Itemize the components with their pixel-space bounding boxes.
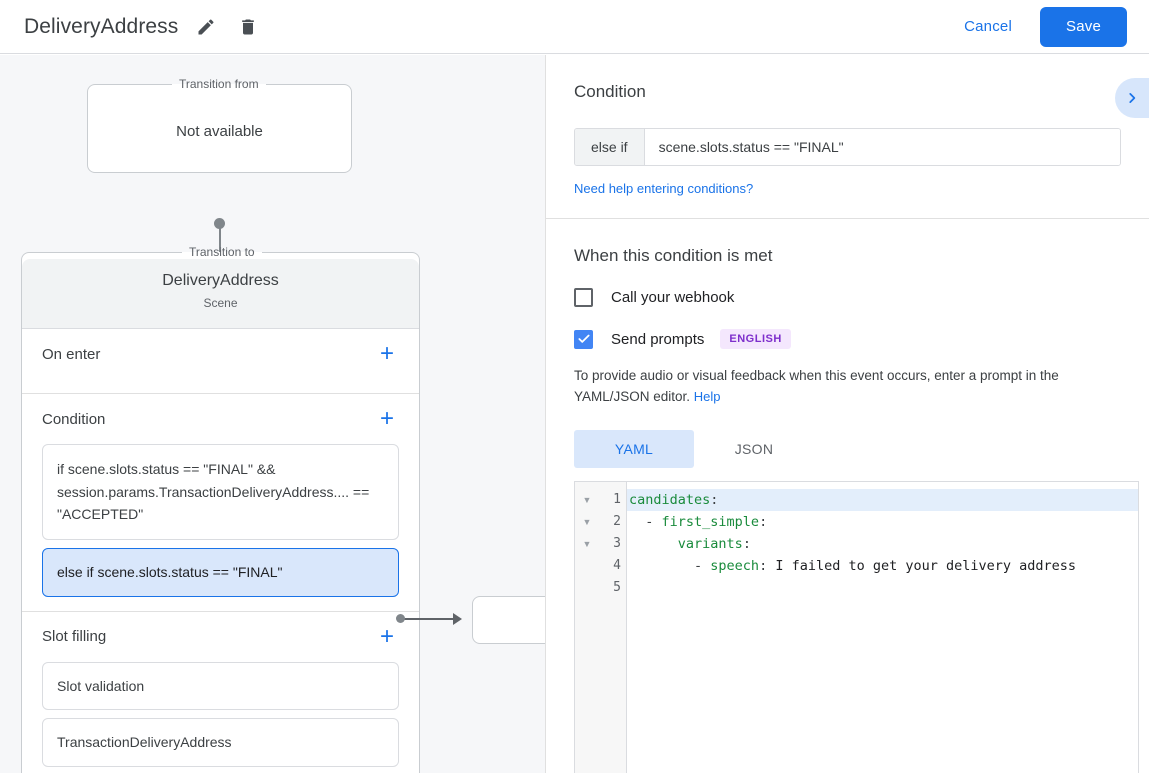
language-badge: ENGLISH [720,329,791,349]
condition-prefix: else if [575,129,645,165]
code-token [629,536,678,552]
fold-toggle-icon[interactable]: ▼ [582,494,592,505]
trash-icon[interactable] [234,13,262,41]
send-prompts-label: Send prompts [611,330,705,348]
code-line [627,577,1138,599]
chevron-right-icon[interactable] [1115,78,1149,118]
editor-code-area[interactable]: candidates: - first_simple: variants: - … [627,481,1138,773]
send-prompts-row[interactable]: Send prompts ENGLISH [574,329,1121,349]
code-token: variants [677,535,743,552]
section-condition-title: Condition [42,410,106,428]
line-number: 2 [613,513,621,529]
code-token: I failed to get your delivery address [775,557,1077,574]
section-slot-filling: Slot filling + Slot validation Transacti… [22,612,419,773]
scene-type: Scene [203,296,238,310]
code-line: - speech: I failed to get your delivery … [627,555,1138,577]
code-token: : [742,535,751,552]
scene-name: DeliveryAddress [162,272,279,289]
branch-connector-dot [396,614,405,623]
editor-format-tabs: YAML JSON [574,429,1121,468]
section-on-enter: On enter + [22,329,419,394]
fold-toggle-icon[interactable]: ▼ [582,538,592,549]
webhook-label: Call your webhook [611,289,735,306]
code-token: : [710,491,719,508]
line-number: 4 [613,557,621,573]
fold-spacer [575,577,599,599]
branch-connector-line [403,618,455,620]
condition-input[interactable] [644,129,1120,165]
section-on-enter-title: On enter [42,345,101,363]
code-token: candidates [629,491,711,508]
slot-filling-item[interactable]: Slot validation [42,661,399,711]
slot-filling-item[interactable]: TransactionDeliveryAddress [42,718,399,768]
section-condition-header: Condition + [42,394,399,444]
send-prompts-checkbox[interactable] [574,329,593,349]
condition-help-link[interactable]: Need help entering conditions? [574,181,754,196]
code-token: speech [710,557,760,574]
code-token: : [759,557,776,574]
line-number: 5 [613,579,621,595]
condition-section: Condition else if Need help entering con… [546,55,1149,219]
transition-from-value: Not available [176,123,263,140]
cancel-button[interactable]: Cancel [950,10,1026,43]
chevron-right-icon-glyph [1129,93,1136,103]
branch-arrow-icon [453,613,462,625]
add-condition-button[interactable]: + [379,405,394,432]
code-line: variants: [627,533,1138,555]
save-button[interactable]: Save [1040,6,1127,47]
condition-heading: Condition [574,82,646,101]
section-slot-filling-header: Slot filling + [42,612,399,662]
webhook-row[interactable]: Call your webhook [574,288,1121,307]
target-node[interactable] [472,596,545,644]
section-slot-filling-title: Slot filling [42,628,107,646]
webhook-checkbox[interactable] [574,288,593,307]
app-header: DeliveryAddress Cancel Save [0,0,1149,54]
pencil-icon-glyph [198,18,214,34]
when-condition-met-section: When this condition is met Call your web… [546,219,1149,773]
prompts-help-link[interactable]: Help [693,388,721,404]
code-token: - [629,557,711,574]
section-on-enter-header: On enter + [42,329,399,379]
line-number: 3 [613,535,621,551]
scene-header[interactable]: DeliveryAddress Scene [22,259,419,329]
code-token: first_simple [661,513,760,530]
trash-icon-glyph [242,19,255,34]
add-slot-filling-button[interactable]: + [379,622,394,650]
editor-line-numbers: 1 2 3 4 5 [599,481,627,773]
code-line: - first_simple: [627,511,1138,533]
condition-expression-row: else if [574,128,1121,166]
code-token: : [759,513,768,530]
transition-from-node[interactable]: Transition from Not available [87,77,352,173]
page-title: DeliveryAddress [24,14,179,38]
code-editor[interactable]: ▼ ▼ ▼ 1 2 3 4 5 candidates: - first_simple: va… [574,480,1139,773]
prompts-description: To provide audio or visual feedback when… [574,366,1121,408]
tab-json[interactable]: JSON [734,440,774,457]
line-number: 1 [613,491,621,507]
check-icon [577,334,590,343]
pencil-icon[interactable] [192,13,220,41]
when-condition-met-heading: When this condition is met [574,246,773,265]
fold-spacer [575,555,599,577]
condition-item[interactable]: if scene.slots.status == "FINAL" && sess… [42,444,399,541]
condition-item-selected[interactable]: else if scene.slots.status == "FINAL" [42,548,399,597]
editor-fold-column: ▼ ▼ ▼ [575,481,599,773]
details-panel: Condition else if Need help entering con… [545,55,1149,773]
flow-canvas: Transition from Not available Transition… [0,55,545,773]
section-condition: Condition + if scene.slots.status == "FI… [22,394,419,612]
code-token: - [629,513,662,530]
code-line: candidates: [627,488,1138,511]
prompts-description-text: To provide audio or visual feedback when… [574,368,1059,404]
transition-to-legend: Transition to [189,245,255,259]
add-on-enter-button[interactable]: + [379,340,394,367]
transition-from-legend: Transition from [179,77,259,91]
transition-to-node: Transition to DeliveryAddress Scene On e… [21,245,420,773]
fold-toggle-icon[interactable]: ▼ [582,516,592,527]
tab-yaml[interactable]: YAML [574,429,694,468]
